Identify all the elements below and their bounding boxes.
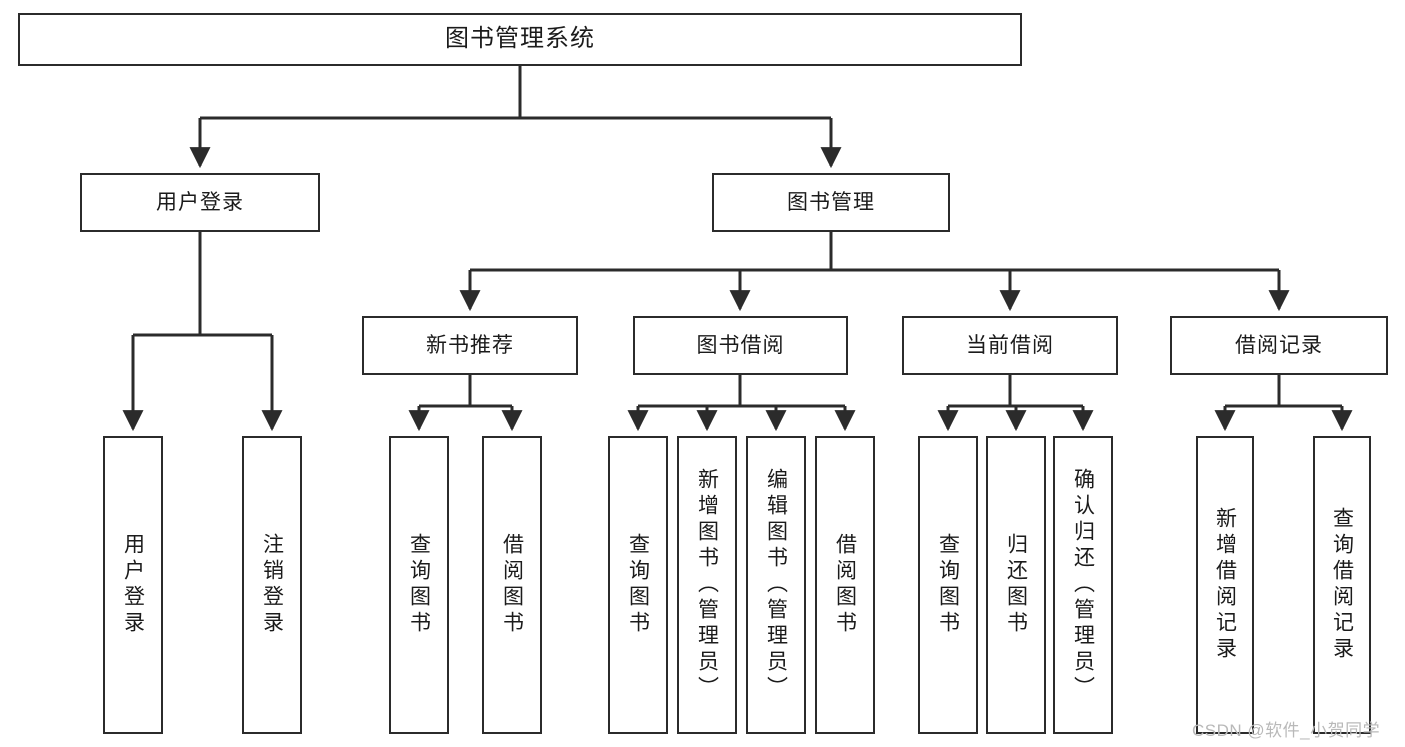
node-label: 用户登录 — [121, 533, 145, 637]
leaf-borrow-query-books[interactable]: 查询图书 — [608, 436, 668, 734]
node-label: 编辑图书（管理员） — [764, 468, 788, 702]
leaf-current-return-books[interactable]: 归还图书 — [986, 436, 1046, 734]
node-label: 当前借阅 — [966, 333, 1054, 357]
node-new-book-recommend[interactable]: 新书推荐 — [362, 316, 578, 375]
node-label: 借阅图书 — [500, 533, 524, 637]
node-borrow-record[interactable]: 借阅记录 — [1170, 316, 1388, 375]
node-label: 借阅记录 — [1235, 333, 1323, 357]
leaf-borrow-edit-book-admin[interactable]: 编辑图书（管理员） — [746, 436, 806, 734]
node-label: 用户登录 — [156, 190, 244, 214]
leaf-borrow-borrow-books[interactable]: 借阅图书 — [815, 436, 875, 734]
leaf-newbook-query-books[interactable]: 查询图书 — [389, 436, 449, 734]
node-label: 查询图书 — [936, 533, 960, 637]
node-book-borrow[interactable]: 图书借阅 — [633, 316, 848, 375]
node-label: 注销登录 — [260, 533, 284, 637]
leaf-newbook-borrow-books[interactable]: 借阅图书 — [482, 436, 542, 734]
node-label: 归还图书 — [1004, 533, 1028, 637]
node-label: 查询图书 — [626, 533, 650, 637]
watermark: CSDN @软件_小贺同学 — [1192, 721, 1381, 740]
leaf-borrow-add-book-admin[interactable]: 新增图书（管理员） — [677, 436, 737, 734]
leaf-record-add-borrow-record[interactable]: 新增借阅记录 — [1196, 436, 1254, 734]
node-label: 新增借阅记录 — [1213, 507, 1237, 663]
node-label: 新增图书（管理员） — [695, 468, 719, 702]
node-label: 查询借阅记录 — [1330, 507, 1354, 663]
node-book-management[interactable]: 图书管理 — [712, 173, 950, 232]
leaf-user-login[interactable]: 用户登录 — [103, 436, 163, 734]
node-label: 新书推荐 — [426, 333, 514, 357]
leaf-current-confirm-return-admin[interactable]: 确认归还（管理员） — [1053, 436, 1113, 734]
node-label: 图书管理 — [787, 190, 875, 214]
node-label: 确认归还（管理员） — [1071, 468, 1095, 702]
node-label: 借阅图书 — [833, 533, 857, 637]
node-user-login[interactable]: 用户登录 — [80, 173, 320, 232]
leaf-current-query-books[interactable]: 查询图书 — [918, 436, 978, 734]
node-label: 图书借阅 — [696, 333, 785, 357]
node-root-system[interactable]: 图书管理系统 — [18, 13, 1022, 66]
node-current-borrow[interactable]: 当前借阅 — [902, 316, 1118, 375]
leaf-record-query-borrow-record[interactable]: 查询借阅记录 — [1313, 436, 1371, 734]
node-label: 查询图书 — [407, 533, 431, 637]
node-label: 图书管理系统 — [445, 25, 595, 53]
leaf-user-logout[interactable]: 注销登录 — [242, 436, 302, 734]
